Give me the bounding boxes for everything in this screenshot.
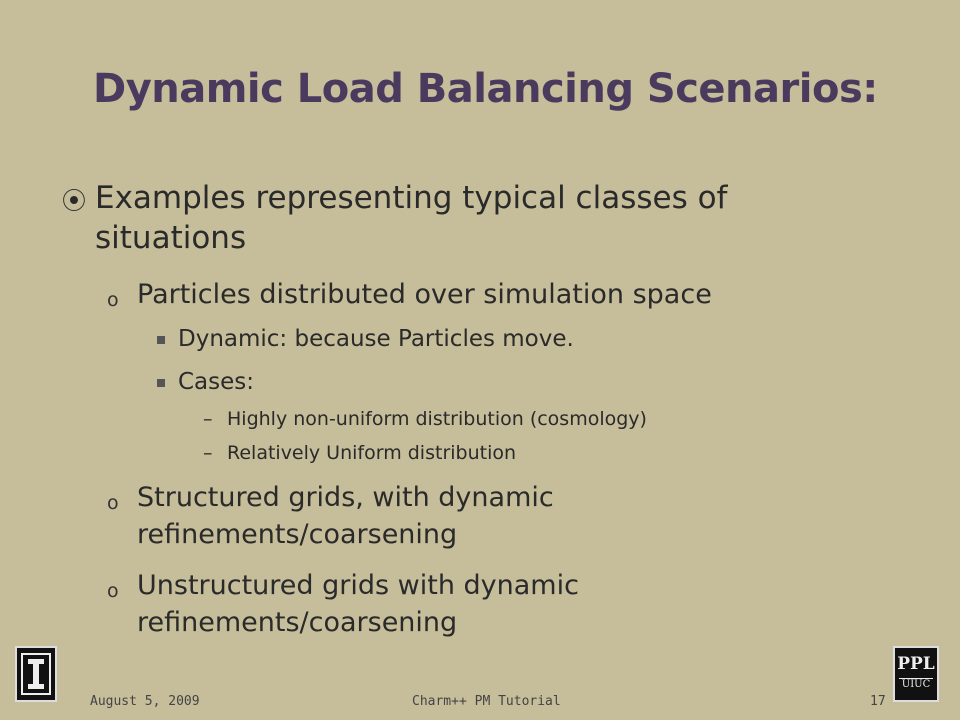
circle-dot-bullet-icon: ⦿ <box>62 187 86 215</box>
ppl-uiuc-logo-icon: PPL UIUC <box>893 646 939 702</box>
dash-bullet-icon: – <box>203 442 213 464</box>
dash-bullet-icon: – <box>203 408 213 430</box>
footer-title: Charm++ PM Tutorial <box>412 694 561 709</box>
main-bullet-text: Examples representing typical classes of… <box>95 180 728 256</box>
detail-text: Dynamic: because Particles move. <box>178 326 574 352</box>
square-bullet-icon <box>157 336 165 344</box>
footer-date: August 5, 2009 <box>90 694 200 709</box>
uiuc-logo-text: UIUC <box>899 678 933 690</box>
illinois-i-logo-icon <box>15 646 57 702</box>
sub-bullet-text: Particles distributed over simulation sp… <box>137 279 712 310</box>
square-bullet-icon <box>157 379 165 387</box>
slide-title: Dynamic Load Balancing Scenarios: <box>93 66 878 112</box>
detail-text: Cases: <box>178 369 255 395</box>
sub-bullet-text: Structured grids, with dynamic refinemen… <box>137 482 554 550</box>
bullet-o-icon: o <box>107 492 119 514</box>
ppl-logo-text: PPL <box>897 654 935 674</box>
bullet-o-icon: o <box>107 580 119 602</box>
bullet-o-icon: o <box>107 289 119 311</box>
sub-bullet-text: Unstructured grids with dynamic refineme… <box>137 570 579 638</box>
page-number: 17 <box>870 694 886 709</box>
case-text: Highly non-uniform distribution (cosmolo… <box>227 408 647 430</box>
case-text: Relatively Uniform distribution <box>227 442 517 464</box>
